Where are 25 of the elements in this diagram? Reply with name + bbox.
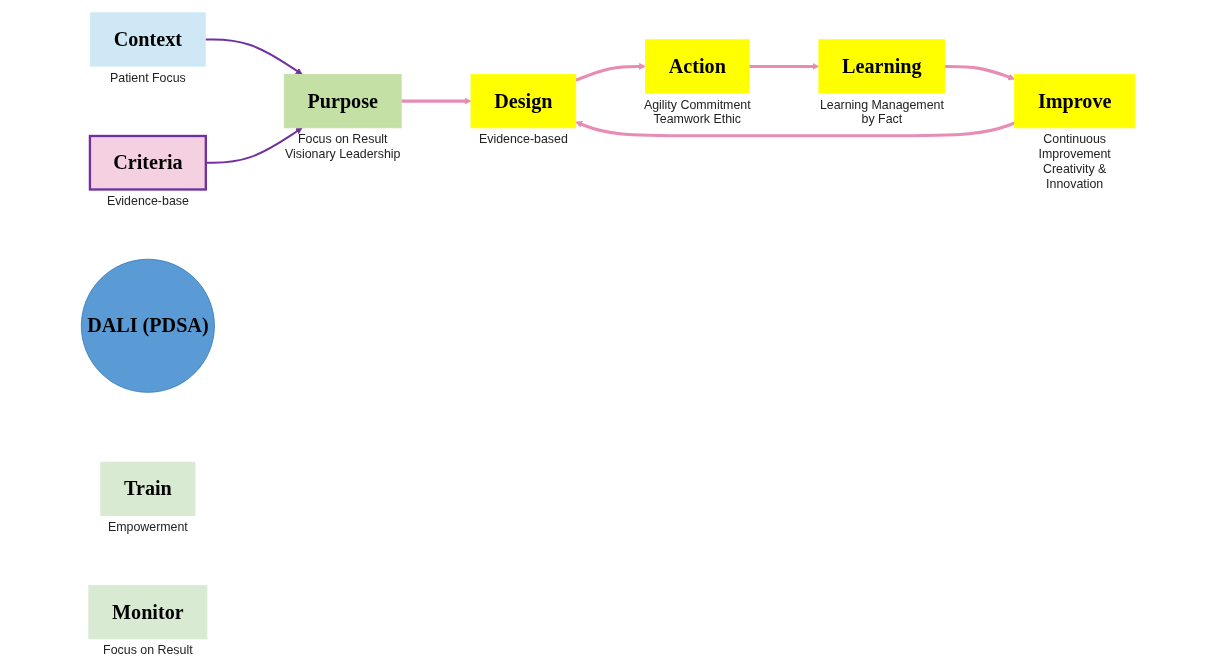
arrow <box>575 121 1016 138</box>
arrow <box>575 63 646 82</box>
node-box: Context <box>90 12 206 67</box>
node-caption: Evidence-based <box>478 132 568 147</box>
node-caption: Learning Management by Fact <box>819 97 944 127</box>
node-box: Improve <box>1014 74 1136 129</box>
arrow <box>944 64 1015 81</box>
node-box: Train <box>100 461 196 516</box>
node-caption: Agility Commitment Teamwork Ethic <box>643 97 751 127</box>
node-box: Monitor <box>88 584 208 640</box>
node-box: Learning <box>818 39 946 94</box>
node-caption: Focus on Result <box>103 643 193 658</box>
node-caption: Empowerment <box>107 520 188 535</box>
arrow <box>204 38 303 75</box>
node-box: Action <box>645 39 750 94</box>
node-circle: DALI (PDSA) <box>80 258 215 393</box>
node-caption: Evidence-base <box>106 194 189 208</box>
node-box: Criteria <box>88 134 207 191</box>
node-box: Design <box>470 74 577 129</box>
node-caption: Focus on Result Visionary Leadership <box>284 132 401 162</box>
node-caption: Patient Focus <box>110 70 186 85</box>
node-box: Purpose <box>283 74 402 129</box>
arrow <box>749 63 820 70</box>
node-caption: Continuous Improvement Creativity & Innovation <box>1038 132 1111 191</box>
arrow <box>401 97 472 105</box>
